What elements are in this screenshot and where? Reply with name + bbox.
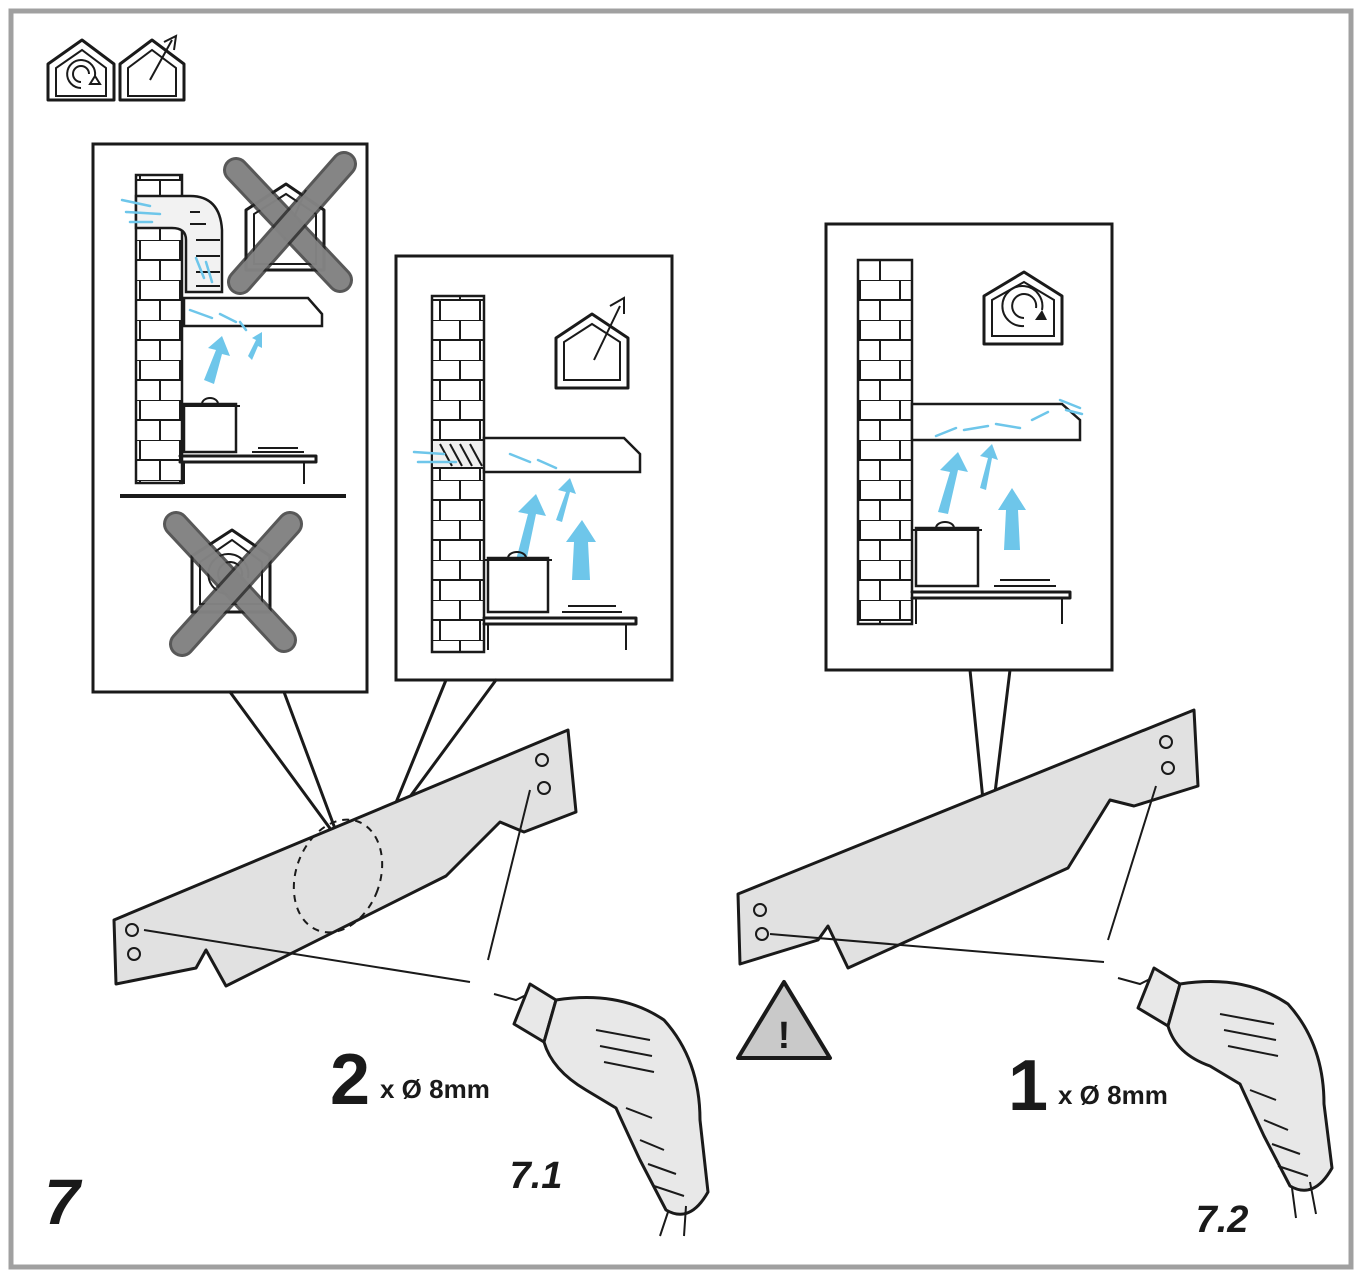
drill-icon-left: [493, 982, 710, 1237]
drill-line-right: [769, 785, 1157, 963]
panel-extraction: [394, 254, 674, 682]
panel-forbidden: [91, 142, 369, 694]
step-spec-7-2: x Ø 8mm: [1058, 1080, 1168, 1110]
drill-icon-right: [1117, 966, 1334, 1219]
warning-glyph: !: [778, 1015, 791, 1057]
outer-frame: [8, 8, 1354, 1270]
step-label-7-1: 7.1: [510, 1155, 563, 1197]
step-spec-7-1: x Ø 8mm: [380, 1074, 490, 1104]
step-label-7-2: 7.2: [1196, 1199, 1249, 1241]
warning-triangle-icon: !: [736, 980, 832, 1060]
mounting-plate-right: [736, 708, 1200, 970]
step-count-7-1: 2: [330, 1040, 370, 1120]
mounting-plate-left: [112, 728, 578, 988]
callout-pointer-forbidden: [228, 690, 342, 844]
recirculation-house-icon: [46, 38, 116, 102]
step-count-7-2: 1: [1008, 1046, 1048, 1126]
drill-line-left: [143, 789, 531, 983]
figure-number: 7: [44, 1166, 83, 1238]
extraction-house-icon: [118, 34, 186, 102]
panel-recirculation: [824, 222, 1114, 672]
